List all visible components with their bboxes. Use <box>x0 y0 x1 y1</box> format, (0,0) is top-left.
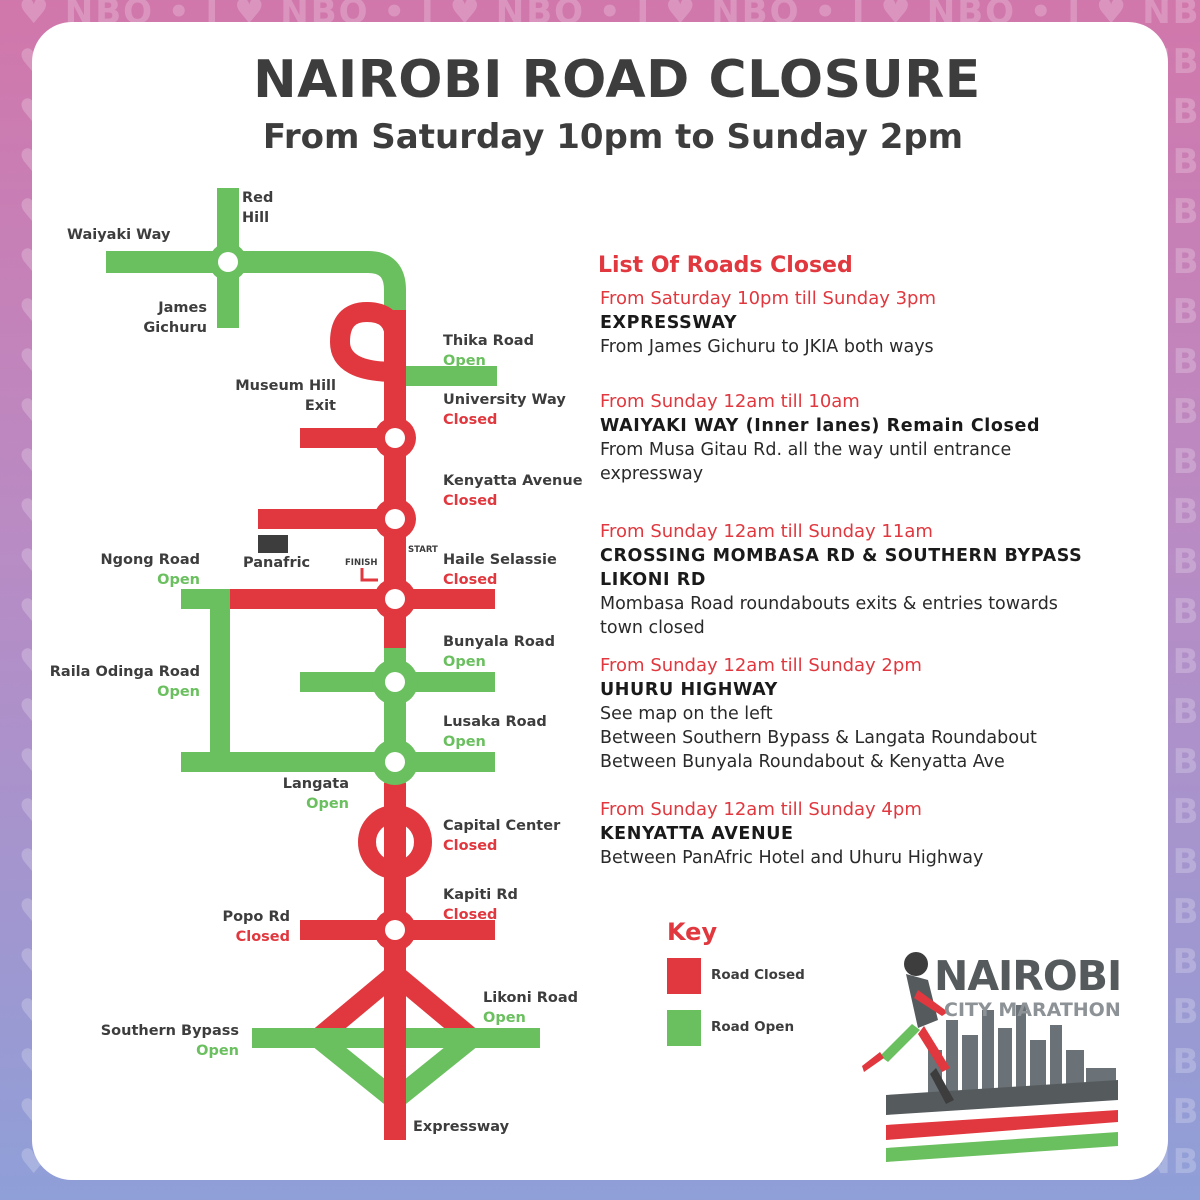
label-james-gichuru-2: Gichuru <box>143 320 207 336</box>
status-bunyala-road: Open <box>443 654 486 670</box>
closure-detail: expressway <box>600 464 704 484</box>
label-panafric: Panafric <box>243 555 310 571</box>
capital-center-ring <box>358 805 432 879</box>
status-ngong-road: Open <box>157 572 200 588</box>
closure-detail: Between PanAfric Hotel and Uhuru Highway <box>600 848 984 868</box>
label-popo-rd: Popo Rd <box>222 909 290 925</box>
label-thika-road: Thika Road <box>443 333 534 349</box>
open-swatch <box>667 1010 701 1046</box>
logo-sub-text: CITY MARATHON <box>944 999 1121 1021</box>
status-kapiti-rd: Closed <box>443 907 497 923</box>
closure-time: From Sunday 12am till Sunday 11am <box>600 521 933 542</box>
status-thika-road: Open <box>443 353 486 369</box>
label-waiyaki-way: Waiyaki Way <box>67 227 171 243</box>
page-subtitle: From Saturday 10pm to Sunday 2pm <box>262 117 964 157</box>
closure-road: CROSSING MOMBASA RD & SOUTHERN BYPASS <box>600 546 1083 566</box>
closure-detail: Between Bunyala Roundabout & Kenyatta Av… <box>600 752 1005 772</box>
label-expressway: Expressway <box>413 1119 510 1135</box>
key-closed-label: Road Closed <box>711 967 805 983</box>
roundabouts <box>209 243 418 951</box>
closure-time: From Sunday 12am till Sunday 4pm <box>600 799 922 820</box>
closures-heading: List Of Roads Closed <box>598 253 853 278</box>
status-kenyatta-avenue: Closed <box>443 493 497 509</box>
closure-item: From Sunday 12am till Sunday 11am CROSSI… <box>600 520 1140 640</box>
finish-marker <box>360 568 378 582</box>
label-capital-center: Capital Center <box>443 818 561 834</box>
status-lusaka-road: Open <box>443 734 486 750</box>
closed-swatch <box>667 958 701 994</box>
closure-item: From Sunday 12am till Sunday 4pm KENYATT… <box>600 798 1140 870</box>
closure-time: From Sunday 12am till 10am <box>600 391 860 412</box>
key-open-label: Road Open <box>711 1019 795 1035</box>
label-finish: FINISH <box>345 558 377 568</box>
closure-road: KENYATTA AVENUE <box>600 824 794 844</box>
label-red-hill-1: Red <box>242 190 273 206</box>
closure-detail: town closed <box>600 618 705 638</box>
closure-detail: From Musa Gitau Rd. all the way until en… <box>600 440 1012 460</box>
label-kapiti-rd: Kapiti Rd <box>443 887 518 903</box>
closure-detail: Mombasa Road roundabouts exits & entries… <box>600 594 1058 614</box>
label-likoni-road: Likoni Road <box>483 990 578 1006</box>
runner-skyline-logo-icon <box>862 952 1118 1162</box>
label-museum-hill-2: Exit <box>305 398 336 414</box>
status-likoni-road: Open <box>483 1010 526 1026</box>
label-bunyala-road: Bunyala Road <box>443 634 555 650</box>
label-raila-odinga-road: Raila Odinga Road <box>50 664 200 680</box>
status-haile-selassie: Closed <box>443 572 497 588</box>
label-kenyatta-avenue: Kenyatta Avenue <box>443 473 583 489</box>
label-red-hill-2: Hill <box>242 210 269 226</box>
label-lusaka-road: Lusaka Road <box>443 714 547 730</box>
page-title: NAIROBI ROAD CLOSURE <box>253 50 981 110</box>
closure-item: From Sunday 12am till 10am WAIYAKI WAY (… <box>600 390 1140 486</box>
status-university-way: Closed <box>443 412 497 428</box>
status-langata: Open <box>306 796 349 812</box>
status-popo-rd: Closed <box>236 929 290 945</box>
closure-item: From Saturday 10pm till Sunday 3pm EXPRE… <box>600 287 1140 359</box>
closure-detail: From James Gichuru to JKIA both ways <box>600 337 934 357</box>
panafric-marker <box>258 535 288 553</box>
label-langata: Langata <box>283 776 349 792</box>
closure-time: From Sunday 12am till Sunday 2pm <box>600 655 922 676</box>
closure-road: LIKONI RD <box>600 570 706 590</box>
status-southern-bypass: Open <box>196 1043 239 1059</box>
closure-time: From Saturday 10pm till Sunday 3pm <box>600 288 937 309</box>
label-james-gichuru-1: James <box>157 300 207 316</box>
road-ngong-raila-odinga <box>181 589 230 762</box>
label-start: START <box>408 545 438 555</box>
key-title: Key <box>667 918 718 946</box>
status-capital-center: Closed <box>443 838 497 854</box>
closure-road: UHURU HIGHWAY <box>600 680 778 700</box>
label-ngong-road: Ngong Road <box>100 552 200 568</box>
label-university-way: University Way <box>443 392 566 408</box>
status-raila-odinga-road: Open <box>157 684 200 700</box>
label-museum-hill-1: Museum Hill <box>235 378 336 394</box>
closure-road: WAIYAKI WAY (Inner lanes) Remain Closed <box>600 416 1041 436</box>
closure-item: From Sunday 12am till Sunday 2pm UHURU H… <box>600 654 1140 774</box>
closure-detail: Between Southern Bypass & Langata Rounda… <box>600 728 1037 748</box>
label-southern-bypass: Southern Bypass <box>101 1023 239 1039</box>
closure-road: EXPRESSWAY <box>600 313 738 333</box>
label-haile-selassie: Haile Selassie <box>443 552 557 568</box>
closure-detail: See map on the left <box>600 704 773 724</box>
logo-main-text: NAIROBI <box>934 952 1122 1000</box>
